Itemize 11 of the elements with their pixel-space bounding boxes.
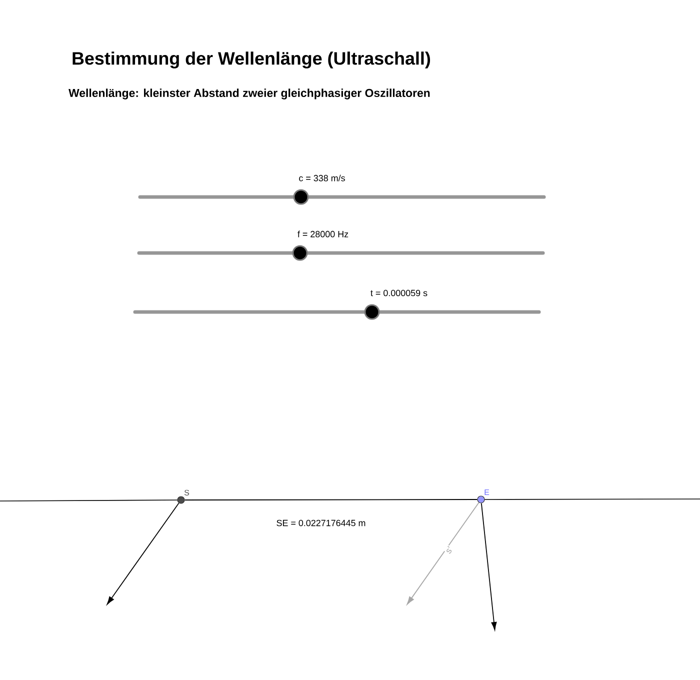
slider-value: f = 28000 Hz <box>298 230 348 238</box>
title: Bestimmung der Wellenlänge (Ultraschall) <box>72 52 430 68</box>
vector-arrow <box>106 502 180 605</box>
line-segment <box>184 499 478 500</box>
edge-label: s' <box>446 546 452 554</box>
vector-arrow <box>480 502 497 630</box>
subtitle: Wellenlänge: kleinster Abstand zweier gleichphasiger Oszillatoren <box>68 88 430 100</box>
measure-label: SE = 0.0227176445 m <box>276 520 366 526</box>
slider-value: t = 0.000059 s <box>370 290 428 296</box>
vector-arrow <box>406 502 480 605</box>
slider-value: c = 338 m/s <box>299 174 345 182</box>
